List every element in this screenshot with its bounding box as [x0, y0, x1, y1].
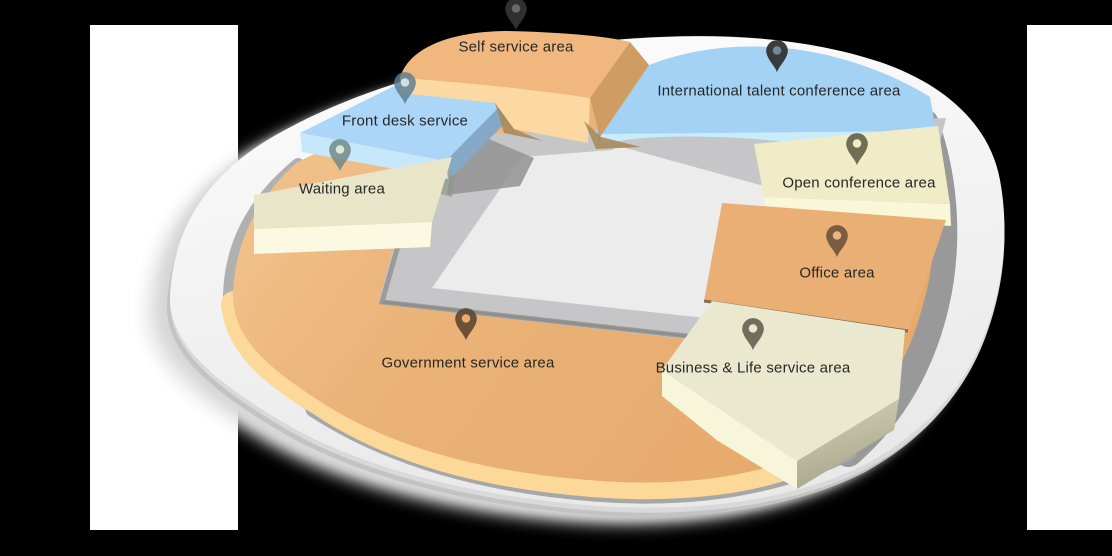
self-service-area-block[interactable] [400, 31, 649, 149]
label-self-service: Self service area [458, 38, 574, 56]
pin-business-life-service-area[interactable] [738, 315, 768, 351]
map-pin-icon [329, 139, 351, 172]
pin-open-conference-area[interactable] [842, 130, 872, 166]
label-open-conference-area: Open conference area [782, 174, 936, 192]
label-government-service-area: Government service area [381, 354, 555, 372]
map-pin-icon [766, 40, 788, 73]
map-pin-icon [826, 225, 848, 258]
map-pin-icon [394, 72, 416, 105]
map-pin-icon [846, 133, 868, 166]
pin-waiting-area[interactable] [325, 136, 355, 172]
label-waiting-area: Waiting area [298, 180, 386, 198]
page-background-right [1027, 25, 1112, 530]
pin-international-talent-conference-area[interactable] [762, 37, 792, 73]
business-life-service-area-shape[interactable] [662, 301, 905, 489]
pin-office-area[interactable] [822, 222, 852, 258]
floor-yellow-edge [221, 291, 827, 500]
pin-government-service-area[interactable] [451, 305, 481, 341]
map-pin-icon [455, 308, 477, 341]
waiting-area-block[interactable] [254, 157, 452, 254]
label-front-desk-service: Front desk service [341, 112, 469, 130]
map-pin-icon [505, 0, 527, 31]
pin-front-desk-service[interactable] [390, 69, 420, 105]
map-pin-icon [742, 318, 764, 351]
label-international-talent-conference-area: International talent conference area [657, 82, 901, 100]
label-office-area: Office area [799, 264, 875, 282]
label-business-life-service-area: Business & Life service area [655, 359, 851, 377]
pin-self-service[interactable] [501, 0, 531, 31]
